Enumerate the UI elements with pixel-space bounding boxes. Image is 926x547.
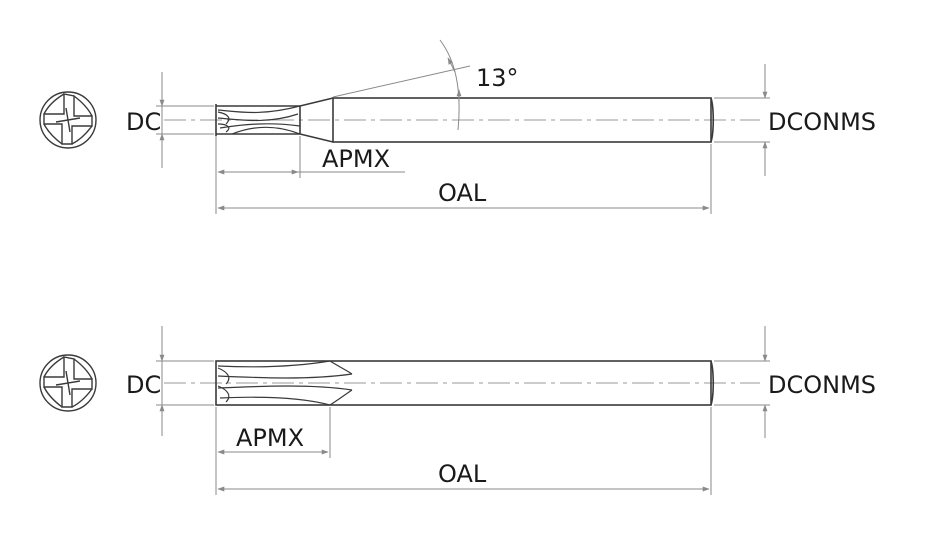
dconms-label: DCONMS [768,371,876,399]
apmx-dimension [215,407,331,495]
angle-label: 13° [476,64,519,92]
dconms-dimension [714,64,770,176]
apmx-dimension [215,136,405,214]
lower-tool-drawing: DC DCONMS APMX OAL [39,326,876,495]
tool-body [215,360,715,406]
apmx-label: APMX [322,145,390,173]
dc-label: DC [126,371,161,399]
oal-dimension [217,144,712,214]
oal-dimension [217,407,712,495]
dconms-dimension [714,326,770,438]
tool-body [215,97,715,143]
end-view-icon [39,91,97,149]
oal-label: OAL [438,460,487,488]
dc-label: DC [126,108,161,136]
oal-label: OAL [438,179,487,207]
upper-tool-drawing: DC DCONMS APMX OAL 13° [39,39,876,214]
dconms-label: DCONMS [768,108,876,136]
apmx-label: APMX [236,424,304,452]
dc-dimension [156,326,214,436]
dc-dimension [156,72,214,168]
end-view-icon [39,354,97,412]
angle-dimension [332,39,471,131]
